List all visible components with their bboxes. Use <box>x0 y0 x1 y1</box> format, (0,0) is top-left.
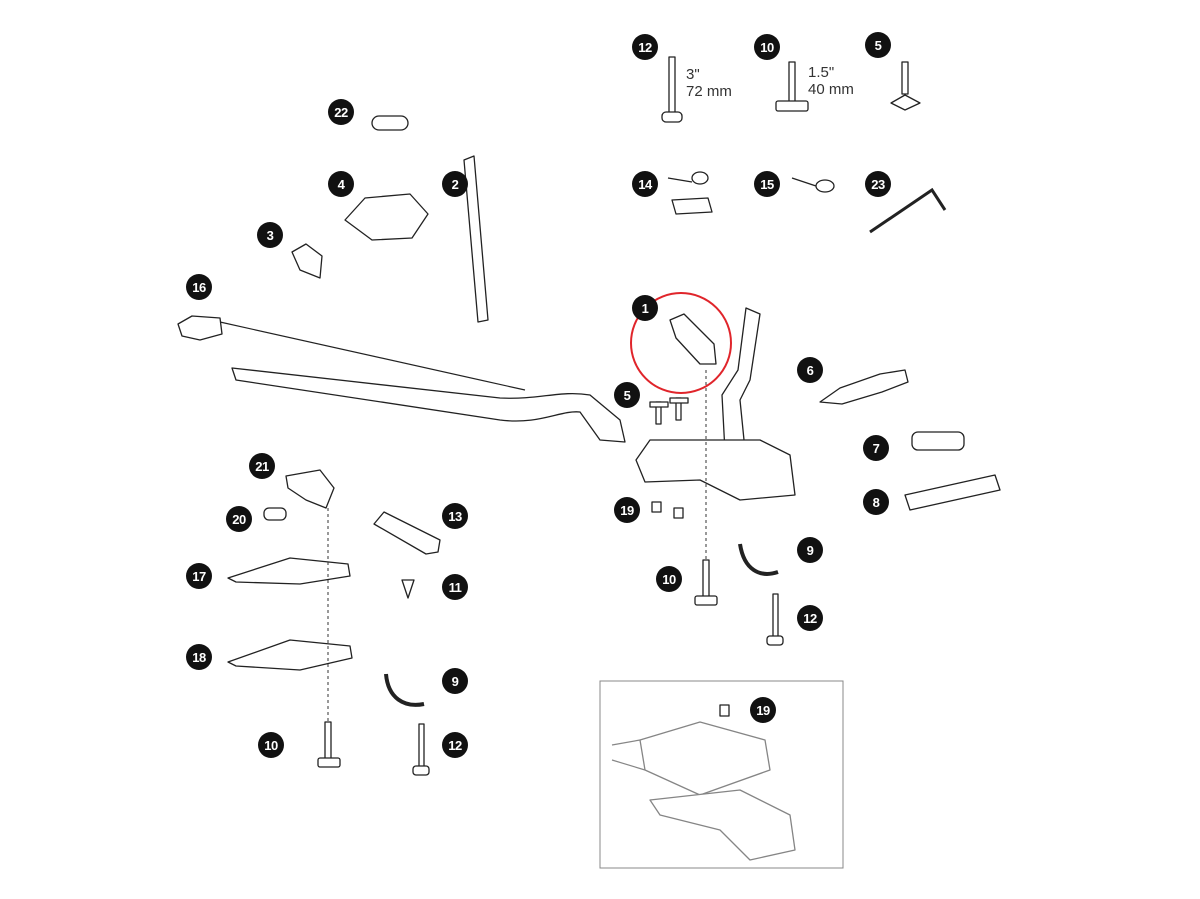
callout-badge: 5 <box>865 32 891 58</box>
callout-badge: 7 <box>863 435 889 461</box>
part-23-hex-key <box>869 187 947 234</box>
callout-badge: 9 <box>442 668 468 694</box>
part-2-strap <box>463 155 489 323</box>
part-17-plate <box>227 557 351 585</box>
callout-badge: 3 <box>257 222 283 248</box>
part-19-spacer <box>651 501 662 513</box>
callout-badge: 13 <box>442 503 468 529</box>
part-13-cover <box>373 511 441 555</box>
bolt-10-right <box>694 559 718 606</box>
part-8-adapter-plate <box>904 474 1001 511</box>
part-1-release-lever <box>669 313 717 365</box>
part-7-adapter <box>911 431 965 451</box>
bolt-10-dimension: 1.5" 40 mm <box>808 64 854 98</box>
callout-badge: 9 <box>797 537 823 563</box>
bolt-12-mm-label: 72 mm <box>686 83 732 100</box>
callout-badge: 12 <box>442 732 468 758</box>
part-9-clamp <box>738 543 779 576</box>
callout-badge: 14 <box>632 171 658 197</box>
callout-badge: 17 <box>186 563 212 589</box>
part-18-frame <box>227 639 353 671</box>
callout-badge: 8 <box>863 489 889 515</box>
callout-badge: 22 <box>328 99 354 125</box>
callout-badge: 6 <box>797 357 823 383</box>
part-21-cover <box>285 469 335 509</box>
bolt-12-lower-right <box>766 593 784 646</box>
part-19-spacer <box>673 507 684 519</box>
part-14-key <box>667 171 709 185</box>
bolt-10-short <box>775 61 809 112</box>
callout-badge: 4 <box>328 171 354 197</box>
part-22-spacer <box>371 115 409 131</box>
bolt-5 <box>890 61 921 111</box>
bolts-5-pair <box>649 397 689 425</box>
callout-badge: 10 <box>258 732 284 758</box>
callout-badge: 21 <box>249 453 275 479</box>
part-4-strap-holder <box>344 193 429 241</box>
part-3-clip <box>291 243 323 279</box>
wheel-tray-base <box>635 439 796 501</box>
bolt-10-mm-label: 40 mm <box>808 81 854 98</box>
callout-badge: 19 <box>614 497 640 523</box>
part-11-screw <box>401 579 415 599</box>
bolt-12-inch-label: 3" <box>686 66 700 83</box>
part-14-lock-cylinder <box>671 197 713 215</box>
callout-badge: 11 <box>442 574 468 600</box>
callout-badge: 20 <box>226 506 252 532</box>
callout-badge: 18 <box>186 644 212 670</box>
part-20-pin <box>263 507 287 521</box>
callout-badge: 10 <box>754 34 780 60</box>
main-rail <box>231 367 626 443</box>
callout-badge: 12 <box>797 605 823 631</box>
bolt-10-left <box>317 721 341 768</box>
bolt-12-long <box>661 56 683 123</box>
callout-badge: 19 <box>750 697 776 723</box>
part-15-key <box>791 177 835 193</box>
callout-badge: 23 <box>865 171 891 197</box>
callout-badge: 1 <box>632 295 658 321</box>
bolt-12-dimension: 3" 72 mm <box>686 66 732 100</box>
detail-inset-illustration <box>611 721 796 861</box>
bolt-12-lower-left <box>412 723 430 776</box>
callout-badge: 2 <box>442 171 468 197</box>
highlight-circle <box>630 292 732 394</box>
part-16-cable <box>219 321 526 391</box>
part-9-clamp <box>384 673 425 707</box>
part-6-adapter <box>819 369 909 405</box>
callout-badge: 12 <box>632 34 658 60</box>
part-19-inset-spacer <box>719 704 730 717</box>
bolt-10-inch-label: 1.5" <box>808 64 835 81</box>
frame-holder-arm <box>721 307 761 453</box>
callout-badge: 5 <box>614 382 640 408</box>
callout-badge: 16 <box>186 274 212 300</box>
callout-badge: 10 <box>656 566 682 592</box>
callout-badge: 15 <box>754 171 780 197</box>
part-16-clamp <box>177 315 223 341</box>
